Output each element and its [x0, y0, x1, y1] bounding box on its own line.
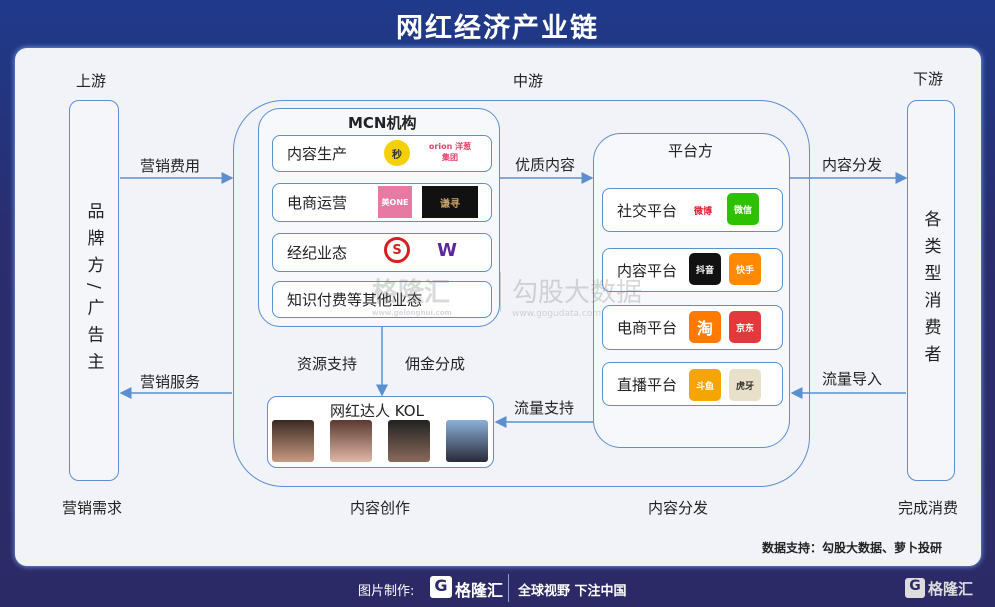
- w-logo: W: [434, 237, 460, 263]
- content-dist-label: 内容分发: [822, 156, 883, 174]
- footer-right-brand: 格隆汇: [928, 580, 974, 598]
- midstream-label: 中游: [513, 72, 544, 90]
- footer: 图片制作: G 格隆汇 全球视野 下注中国 G 格隆汇: [0, 570, 995, 607]
- kol-avatar: [388, 420, 430, 462]
- demand-label: 营销需求: [62, 499, 123, 517]
- wechat-logo: 微信: [727, 193, 759, 225]
- orion-logo: orion 洋葱集团: [428, 142, 472, 162]
- watermark-url: www.gogudata.com: [512, 309, 602, 319]
- platform-title: 平台方: [668, 142, 714, 160]
- footer-brand: 格隆汇: [455, 581, 504, 600]
- gelonghui-logo-icon: G: [430, 576, 452, 598]
- row-label: 电商平台: [617, 319, 678, 337]
- kuaishou-logo: 快手: [729, 253, 761, 285]
- distribution-label: 内容分发: [648, 499, 709, 517]
- weibo-logo: 微博: [688, 195, 718, 225]
- qianxun-logo: 谦寻: [422, 186, 478, 218]
- row-label: 直播平台: [617, 375, 678, 394]
- miaopai-logo: 秒: [384, 140, 410, 166]
- row-label: 电商运营: [287, 194, 348, 212]
- meione-logo: 美ONE: [378, 186, 412, 218]
- gelonghui-logo-icon: G: [905, 578, 925, 598]
- downstream-label: 下游: [913, 70, 944, 88]
- traffic-in-label: 流量导入: [822, 370, 883, 388]
- jd-logo: 京东: [729, 311, 761, 343]
- quality-content-label: 优质内容: [515, 156, 576, 174]
- douyin-logo: 抖音: [689, 253, 721, 285]
- consumer-label: 各类型消费者: [920, 209, 941, 372]
- douyu-logo: 斗鱼: [689, 369, 721, 401]
- row-label: 内容生产: [287, 145, 348, 163]
- kol-avatar: [272, 420, 314, 462]
- marketing-cost-label: 营销费用: [140, 157, 201, 175]
- kol-avatar: [330, 420, 372, 462]
- brand-label: 品牌方/广告主: [83, 201, 104, 380]
- kol-title: 网红达人 KOL: [330, 402, 424, 420]
- watermark-brand: 格隆汇: [372, 278, 451, 308]
- resource-support-label: 资源支持: [297, 355, 358, 373]
- kol-avatar: [446, 420, 488, 462]
- consumption-label: 完成消费: [898, 499, 959, 517]
- mcn-title: MCN机构: [348, 114, 417, 132]
- footer-slogan: 全球视野 下注中国: [518, 584, 627, 599]
- footer-divider: [508, 574, 509, 602]
- watermark-brand: 勾股大数据: [512, 278, 643, 308]
- page-title: 网红经济产业链: [396, 13, 599, 44]
- source-note: 数据支持：勾股大数据、萝卜投研: [762, 541, 943, 555]
- made-by-label: 图片制作:: [358, 584, 415, 599]
- mcn-row: 知识付费等其他业态: [272, 281, 492, 318]
- creation-label: 内容创作: [350, 499, 411, 517]
- mcn-row: 内容生产: [272, 135, 492, 172]
- midstream-box: [233, 100, 810, 487]
- row-label: 经纪业态: [287, 244, 348, 262]
- taobao-logo: 淘: [689, 311, 721, 343]
- commission-label: 佣金分成: [405, 355, 466, 373]
- marketing-service-label: 营销服务: [140, 373, 201, 391]
- traffic-support-label: 流量支持: [514, 399, 575, 417]
- row-label: 内容平台: [617, 261, 678, 280]
- brand-box: 品牌方/广告主: [69, 100, 119, 481]
- row-label: 社交平台: [617, 201, 678, 220]
- watermark-divider: [500, 272, 501, 312]
- watermark-url: www.gelonghui.com: [372, 309, 452, 317]
- consumer-box: 各类型消费者: [907, 100, 955, 481]
- huya-logo: 虎牙: [729, 369, 761, 401]
- s-logo: S: [384, 237, 410, 263]
- row-label: 知识付费等其他业态: [287, 291, 423, 309]
- upstream-label: 上游: [76, 72, 107, 90]
